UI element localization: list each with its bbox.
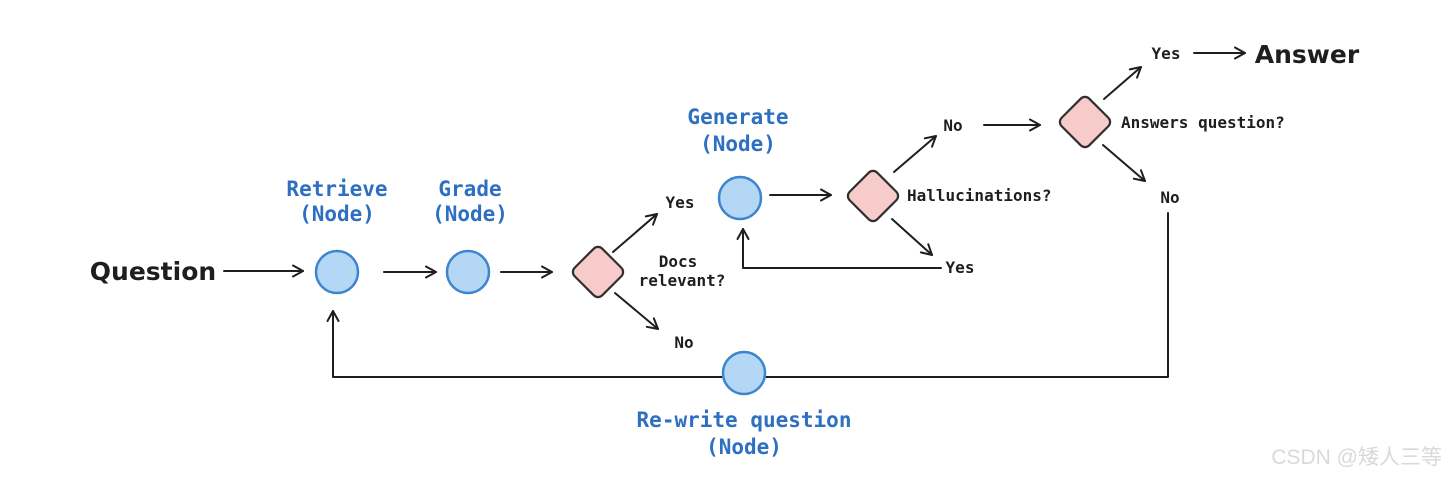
generate-node xyxy=(717,175,763,221)
docs-relevant-label-line1: Docs xyxy=(659,252,698,271)
watermark-text: CSDN @矮人三等 xyxy=(1271,446,1442,469)
retrieve-node xyxy=(314,249,360,295)
edge-answers-question-no xyxy=(1102,144,1146,182)
retrieve-node-sublabel: (Node) xyxy=(299,202,375,226)
generate-node-sublabel: (Node) xyxy=(700,132,776,156)
answers-question-label: Answers question? xyxy=(1121,113,1285,132)
rewrite-node-label: Re-write question xyxy=(637,408,852,432)
edge-hallucinations-no xyxy=(893,135,937,173)
answers-question-yes-label: Yes xyxy=(1152,44,1181,63)
generate-node-label: Generate xyxy=(687,105,788,129)
hallucinations-yes-label: Yes xyxy=(946,258,975,277)
rewrite-node xyxy=(721,350,767,396)
question-label: Question xyxy=(90,257,216,286)
answer-label: Answer xyxy=(1255,40,1360,69)
retrieve-node-label: Retrieve xyxy=(286,177,387,201)
grade-node-label: Grade xyxy=(438,177,501,201)
hallucinations-no-label: No xyxy=(943,116,962,135)
edge-answers-question-yes xyxy=(1103,66,1142,100)
answers-question-no-label: No xyxy=(1160,188,1179,207)
docs-relevant-diamond xyxy=(571,245,625,299)
docs-relevant-label-line2: relevant? xyxy=(639,271,726,290)
grade-node xyxy=(445,249,491,295)
edge-hallucinations-yes xyxy=(891,218,933,256)
docs-relevant-no-label: No xyxy=(674,333,693,352)
edge-docs-relevant-no xyxy=(614,292,659,330)
rewrite-node-sublabel: (Node) xyxy=(706,435,782,459)
grade-node-sublabel: (Node) xyxy=(432,202,508,226)
edge-yes-feedback-to-generate xyxy=(736,228,942,269)
answers-question-diamond xyxy=(1058,95,1112,149)
docs-relevant-yes-label: Yes xyxy=(666,193,695,212)
hallucinations-label: Hallucinations? xyxy=(907,186,1052,205)
hallucinations-diamond xyxy=(846,169,900,223)
edge-docs-relevant-yes xyxy=(612,213,658,253)
